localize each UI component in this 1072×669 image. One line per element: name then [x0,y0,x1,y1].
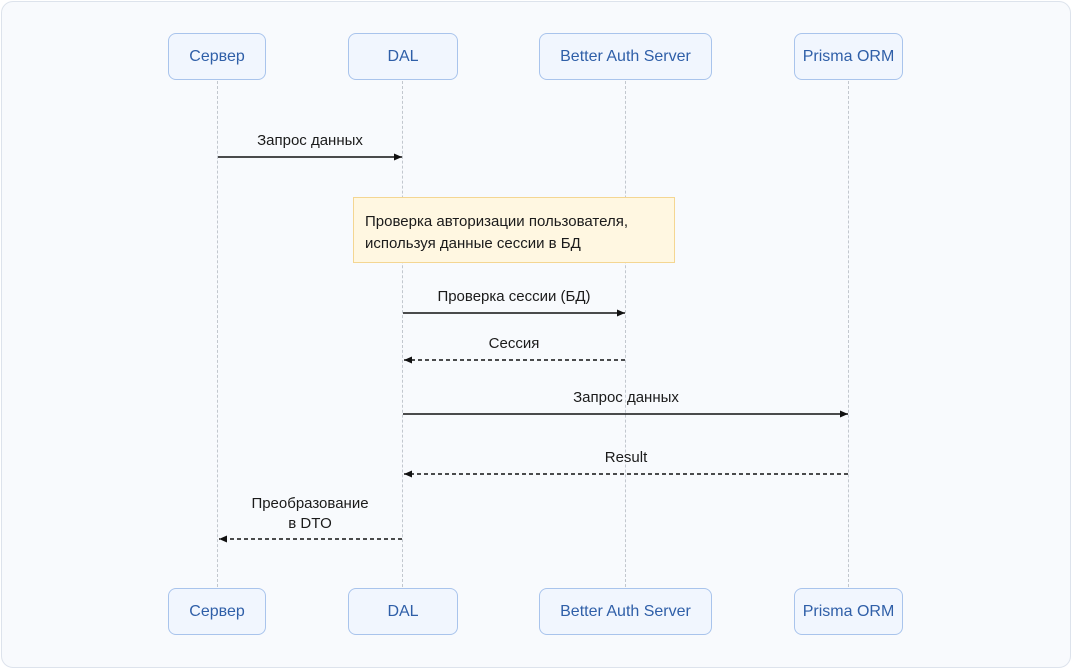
participant-auth-top: Better Auth Server [539,33,712,80]
message-label-session: Сессия [488,335,540,352]
note-authorization-check: Проверка авторизации пользователя, испол… [353,197,675,263]
lifeline-server [217,81,218,587]
message-label-dto-line-2: в DTO [288,515,332,532]
participant-server-bottom: Сервер [168,588,266,635]
message-label-dto: Преобразование в DTO [218,494,402,534]
participant-dal-bottom: DAL [348,588,458,635]
lifeline-prisma [848,81,849,587]
message-label-request-data-prisma: Запрос данных [573,389,679,406]
message-label-dto-line-1: Преобразование [251,495,369,512]
message-label-request-data: Запрос данных [257,132,363,149]
participant-prisma-bottom: Prisma ORM [794,588,903,635]
message-label-session-check: Проверка сессии (БД) [437,288,591,305]
message-label-result: Result [604,449,648,466]
participant-auth-bottom: Better Auth Server [539,588,712,635]
lifeline-dal [402,81,403,587]
note-line-1: Проверка авторизации пользователя, [365,213,628,230]
participant-prisma-top: Prisma ORM [794,33,903,80]
participant-dal-top: DAL [348,33,458,80]
participant-server-top: Сервер [168,33,266,80]
note-line-2: используя данные сессии в БД [365,235,581,252]
lifeline-auth [625,81,626,587]
